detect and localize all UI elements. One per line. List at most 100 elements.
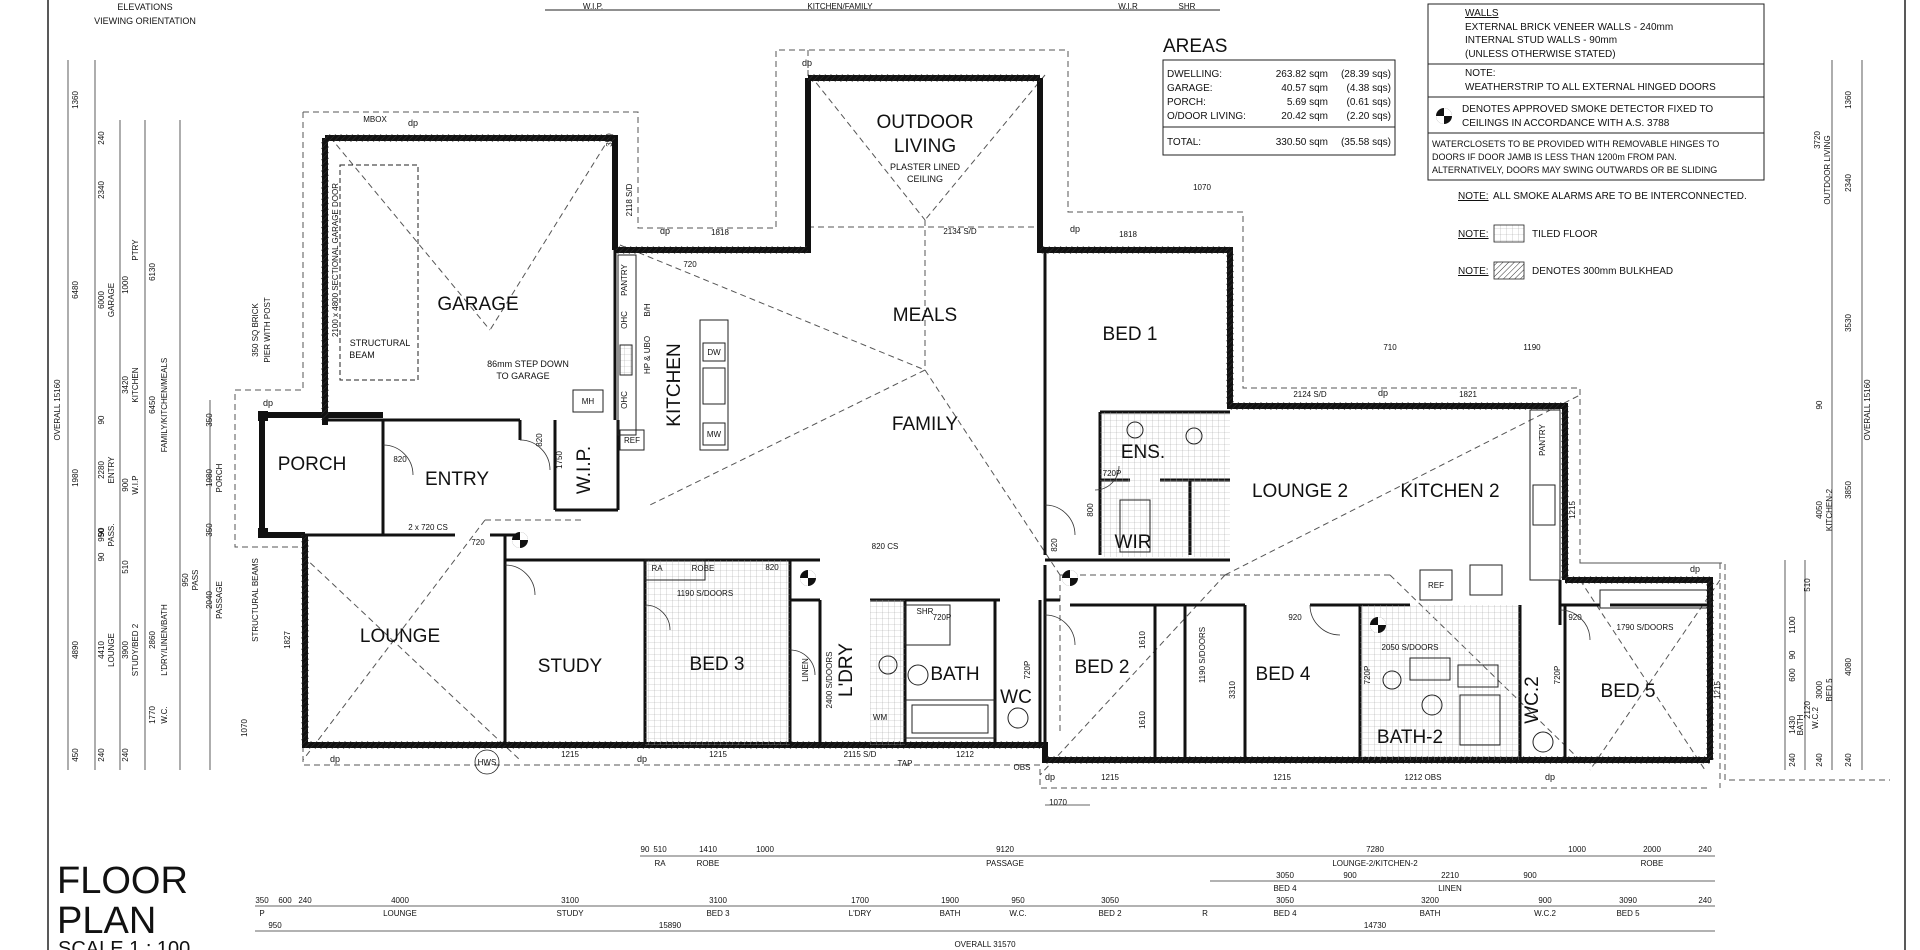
- left-mid-label: ENTRY: [107, 456, 116, 484]
- label-step-2: TO GARAGE: [496, 371, 549, 381]
- left-dimension-lines: [67, 60, 211, 770]
- left-inner-label: KITCHEN: [131, 367, 140, 402]
- dim: 800: [1086, 503, 1095, 517]
- dim: 820: [535, 433, 544, 447]
- left-inner: 510: [121, 560, 130, 574]
- bottom-row3-label: LOUNGE: [383, 909, 417, 918]
- room-bath: BATH: [930, 664, 979, 685]
- dim: 1212: [956, 750, 974, 759]
- label-sd-1790: 1790 S/DOORS: [1617, 623, 1674, 632]
- left-mid: 90: [97, 552, 106, 561]
- label-linen: LINEN: [801, 658, 810, 682]
- area-row-name: PORCH:: [1167, 97, 1206, 108]
- label-hp-ubo: HP & UBO: [643, 336, 652, 374]
- bottom-row2-value: 3050: [1276, 871, 1294, 880]
- room-outdoor-2: LIVING: [894, 136, 956, 157]
- left-inner-label: W.I.P: [131, 475, 140, 494]
- title-line-2: PLAN: [57, 900, 156, 942]
- room-kitchen-2: KITCHEN 2: [1400, 481, 1499, 502]
- label-mw: MW: [707, 430, 722, 439]
- room-family: FAMILY: [892, 414, 958, 435]
- bottom-dimensions: 90 510 1410 1000 9120 7280 1000 2000 240…: [255, 845, 1712, 949]
- areas-table: AREAS DWELLING: 263.82 sqm (28.39 sqs) G…: [1162, 36, 1396, 156]
- title-scale: SCALE 1 : 100: [58, 938, 190, 950]
- fixtures: [339, 164, 1711, 760]
- bottom-row3-value: 900: [1538, 896, 1552, 905]
- dim: 350: [605, 133, 614, 147]
- bottom-row3-label: W.C.2: [1534, 909, 1556, 918]
- left-col5-label: PASS: [191, 570, 200, 591]
- label-sd-1190b: 1190 S/DOORS: [1198, 627, 1207, 683]
- label-dp: dp: [1045, 772, 1055, 782]
- left-inner: 1000: [121, 276, 130, 294]
- dim: 720P: [1023, 661, 1032, 680]
- room-study: STUDY: [538, 656, 603, 677]
- wc-note-1: WATERCLOSETS TO BE PROVIDED WITH REMOVAB…: [1432, 139, 1719, 149]
- top-label-kitchen-family: KITCHEN/FAMILY: [807, 2, 873, 11]
- room-ensuite: ENS.: [1121, 442, 1165, 463]
- bottom-row3-value: 240: [1698, 896, 1712, 905]
- label-ra: RA: [651, 564, 663, 573]
- area-total-sqs: (35.58 sqs): [1341, 137, 1391, 148]
- bottom-row4-value: 14730: [1364, 921, 1387, 930]
- right-inner: 240: [1788, 753, 1797, 767]
- right-inner: 1430: [1788, 716, 1797, 734]
- left-mid: 90: [97, 415, 106, 424]
- label-sd-2400: 2400 S/DOORS: [825, 652, 834, 709]
- dim: 820: [393, 455, 407, 464]
- label-structural-beam-2: BEAM: [349, 350, 375, 360]
- room-outdoor-1: OUTDOOR: [876, 112, 973, 133]
- dim: 720: [683, 260, 697, 269]
- left-mid: 90: [97, 527, 106, 536]
- right-inner: 600: [1788, 668, 1797, 682]
- bottom-row4-value: 950: [268, 921, 282, 930]
- right-label: KITCHEN-2: [1825, 488, 1834, 531]
- bottom-row4-value: 15890: [659, 921, 682, 930]
- door-swings: [382, 439, 1591, 676]
- left-col5-label: PASSAGE: [215, 581, 224, 619]
- left-col4: 6130: [148, 263, 157, 281]
- dim: 1827: [283, 631, 292, 649]
- label-mbox: MBOX: [363, 115, 387, 124]
- smoke-alarm-note: ALL SMOKE ALARMS ARE TO BE INTERCONNECTE…: [1493, 191, 1747, 202]
- top-label-wir: W.I.R: [1118, 2, 1138, 11]
- walls-line-2: INTERNAL STUD WALLS - 90mm: [1465, 35, 1617, 46]
- wc-note-3: ALTERNATIVELY, DOORS MAY SWING OUTWARDS …: [1432, 165, 1717, 175]
- bottom-row3-label: BATH: [1420, 909, 1441, 918]
- left-col4: 6450: [148, 396, 157, 414]
- plan-dimensions: 1818 1818 1821 720 720 820 820 820 820 9…: [283, 133, 1722, 807]
- left-col5-label: PORCH: [215, 463, 224, 492]
- label-obs-1212: 1212 OBS: [1405, 773, 1442, 782]
- right-inner: 3720: [1813, 131, 1822, 149]
- label-dp: dp: [408, 118, 418, 128]
- bottom-row3-value: 3100: [561, 896, 579, 905]
- bottom-row3-label: BED 5: [1616, 909, 1640, 918]
- right-inner: 510: [1803, 578, 1812, 592]
- note-label: NOTE:: [1458, 266, 1489, 277]
- left-outer: 4890: [71, 641, 80, 659]
- walls-line-3: (UNLESS OTHERWISE STATED): [1465, 49, 1616, 60]
- room-wc: WC: [1000, 687, 1032, 708]
- note-heading: NOTE:: [1465, 68, 1496, 79]
- hws-marker: [474, 749, 500, 775]
- bottom-row2-label: BED 4: [1273, 884, 1297, 893]
- bottom-row3-value: 4000: [391, 896, 409, 905]
- label-sd-2134: 2134 S/D: [943, 227, 977, 236]
- dim: 710: [1383, 343, 1397, 352]
- label-dw: DW: [707, 348, 721, 357]
- plaster-note-1: PLASTER LINED: [890, 162, 961, 172]
- dim: 1610: [1138, 631, 1147, 649]
- smoke-detector-icon: [512, 532, 528, 548]
- room-bed-2: BED 2: [1075, 657, 1130, 678]
- bottom-row1-value: 1410: [699, 845, 717, 854]
- right-dimensions: OVERALL 15160 1360 2340 3530 3850 4080 2…: [1788, 91, 1872, 767]
- dim: 820: [1050, 538, 1059, 552]
- bottom-row3-value: 1700: [851, 896, 869, 905]
- right-label: OUTDOOR LIVING: [1823, 135, 1832, 204]
- label-shr: SHR: [917, 607, 934, 616]
- room-entry: ENTRY: [425, 469, 489, 490]
- bottom-row3-label: BED 2: [1098, 909, 1122, 918]
- walls-line-1: EXTERNAL BRICK VENEER WALLS - 240mm: [1465, 22, 1673, 33]
- room-bath-2: BATH-2: [1377, 727, 1443, 748]
